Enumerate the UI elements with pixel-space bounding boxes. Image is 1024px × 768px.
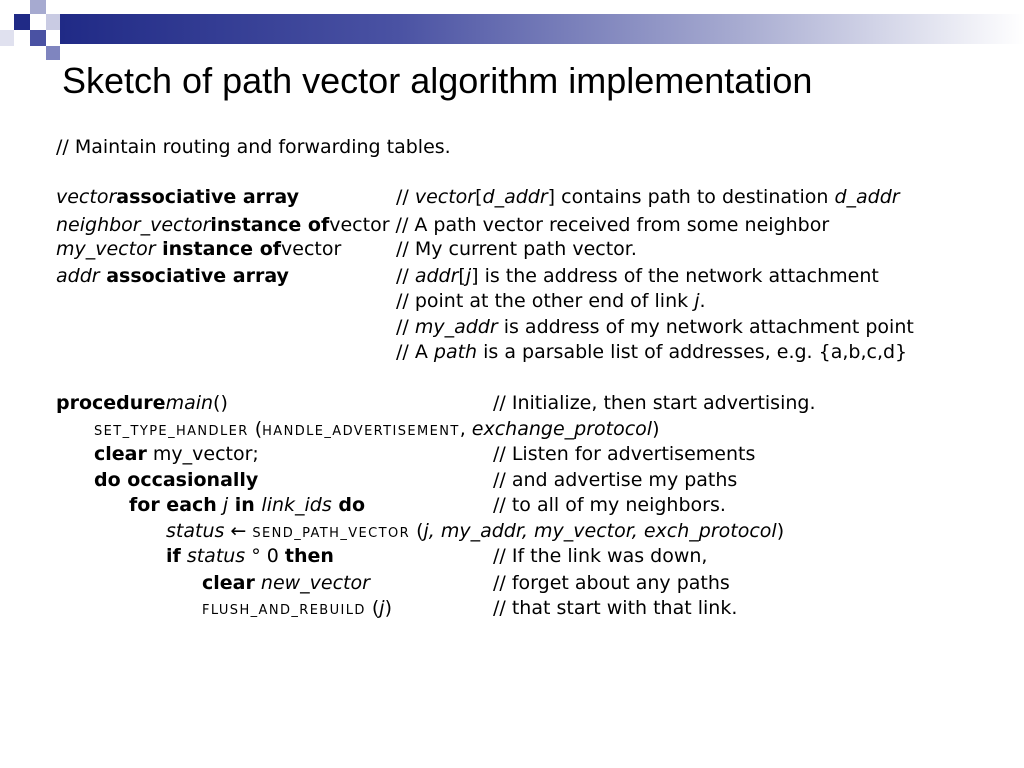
code-line-13-comment: // to all of my neighbors. (493, 494, 726, 516)
code-line-15: if status ° 0 then (166, 545, 334, 567)
code-line-11-comment: // Listen for advertisements (493, 443, 756, 465)
code-line-14: status ← SEND_PATH_VECTOR (j, my_addr, m… (166, 520, 785, 542)
code-line-4-comment: // My current path vector. (396, 238, 637, 260)
code-line-16-comment: // forget about any paths (493, 572, 730, 594)
code-line-8: // A path is a parsable list of addresse… (396, 341, 908, 363)
code-line-5: addr associative array (56, 265, 289, 287)
code-line-7: // my_addr is address of my network atta… (396, 316, 914, 338)
code-line-10: SET_TYPE_HANDLER (HANDLE_ADVERTISEMENT, … (94, 418, 660, 440)
code-line-17: FLUSH_AND_REBUILD (j) (202, 597, 392, 619)
logo-square-1 (14, 14, 30, 30)
code-line-12: do occasionally (94, 469, 259, 491)
code-line-12-comment: // and advertise my paths (493, 469, 738, 491)
code-line-9: proceduremain() (56, 392, 228, 414)
page-title: Sketch of path vector algorithm implemen… (62, 60, 813, 101)
logo-square-6 (0, 30, 14, 46)
code-line-11: clear my_vector; (94, 443, 259, 465)
code-line-3: neighbor_vectorinstance ofvector // A pa… (56, 214, 830, 236)
code-line-16: clear new_vector (202, 572, 370, 594)
logo-square-3 (46, 14, 60, 30)
logo-square-2 (30, 0, 46, 14)
code-line-17-comment: // that start with that link. (493, 597, 738, 619)
code-line-6: // point at the other end of link j. (396, 290, 706, 312)
header-gradient-bar (60, 14, 1024, 44)
code-line-2-comment: // vector[d_addr] contains path to desti… (396, 186, 900, 208)
code-line-2: vectorassociative array (56, 186, 300, 208)
code-line-4: my_vector instance ofvector (56, 238, 342, 260)
code-line-13: for each j in link_ids do (129, 494, 366, 516)
logo-square-4 (30, 30, 46, 46)
code-line-15-comment: // If the link was down, (493, 545, 708, 567)
code-line-1: // Maintain routing and forwarding table… (56, 136, 451, 158)
code-line-9-comment: // Initialize, then start advertising. (493, 392, 816, 414)
code-line-5-comment: // addr[j] is the address of the network… (396, 265, 879, 287)
logo-square-5 (46, 46, 60, 60)
